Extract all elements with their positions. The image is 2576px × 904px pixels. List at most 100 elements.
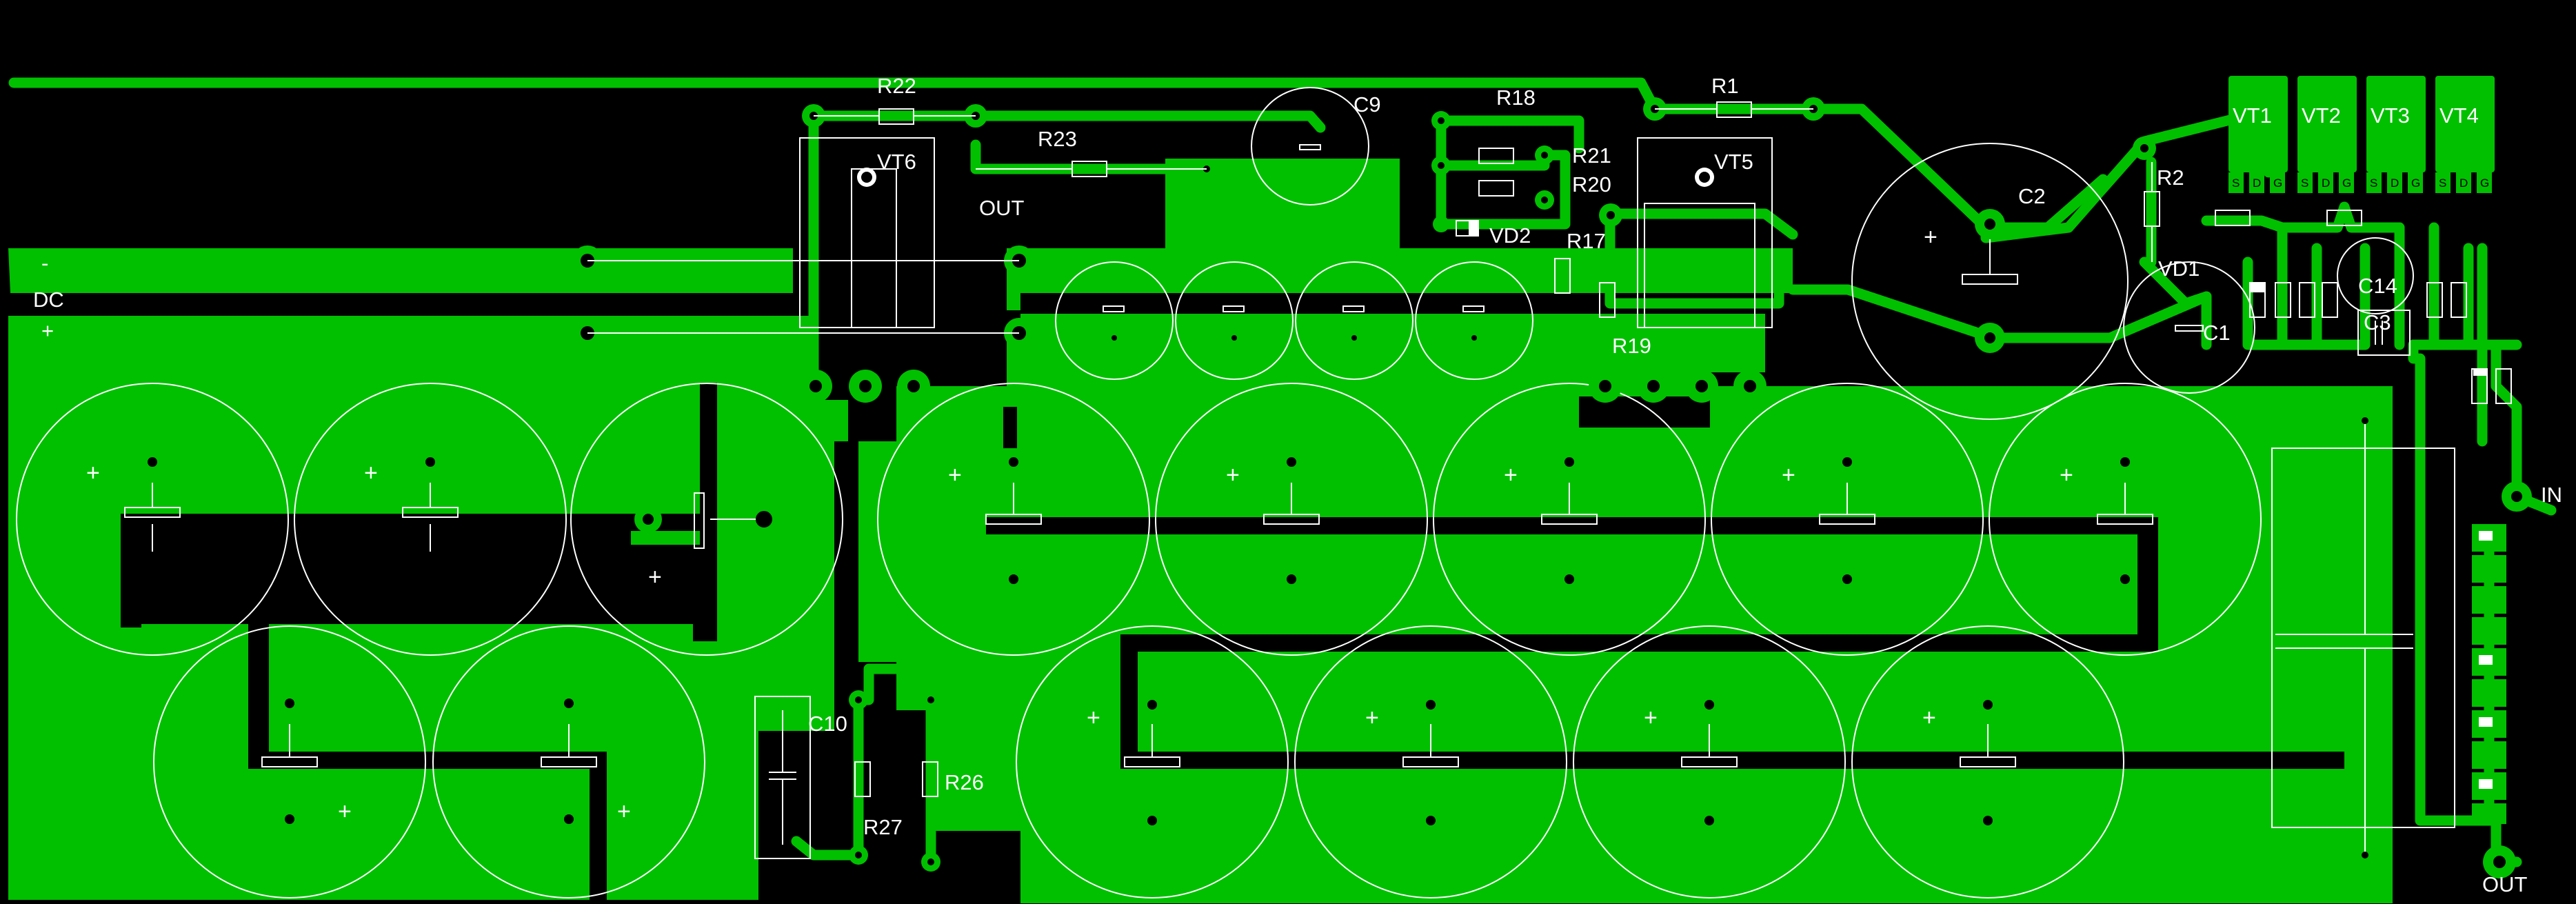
bulk-cap-outline <box>1711 383 1984 656</box>
bulk-cap-outline <box>1016 625 1289 898</box>
label-out-bottom: OUT <box>2482 872 2528 896</box>
svg-text:+: + <box>1644 705 1658 731</box>
smd-pads <box>2472 524 2506 824</box>
filter-cap-outline <box>1295 261 1413 380</box>
vt2-tab <box>2297 76 2357 172</box>
label-dc-minus: - <box>41 251 48 275</box>
filter-cap-outline <box>1055 261 1174 380</box>
bottom-right-pour <box>962 683 2393 903</box>
svg-text:S: S <box>2232 177 2240 190</box>
svg-text:G: G <box>2480 177 2489 190</box>
label-r27: R27 <box>863 815 903 839</box>
regulator-pour <box>1007 159 1793 414</box>
c9-outline <box>1251 87 1369 205</box>
c14-outline <box>2337 237 2414 314</box>
r-smd <box>2326 210 2362 226</box>
bulk-cap-outline <box>570 383 843 656</box>
label-r22: R22 <box>877 74 916 98</box>
label-r1: R1 <box>1711 74 1739 98</box>
center-left-pour <box>855 386 1014 662</box>
r17-body <box>1554 258 1571 294</box>
label-dc: DC <box>33 288 64 312</box>
svg-text:+: + <box>86 460 100 486</box>
polarity-marks: + + + + + + + + + + + + + + + <box>86 224 2073 825</box>
r27-body <box>854 761 871 797</box>
silkscreen-labels: R22 R23 C9 R18 R21 R20 VD2 R17 R19 R1 VT… <box>33 74 2562 896</box>
svg-text:+: + <box>617 798 631 825</box>
label-vt4: VT4 <box>2439 103 2479 128</box>
bulk-cap-outline <box>432 625 705 898</box>
bulk-capacitors <box>16 87 2414 898</box>
svg-text:+: + <box>338 798 352 825</box>
label-vt2: VT2 <box>2302 103 2341 128</box>
svg-text:D: D <box>2459 177 2468 190</box>
label-r20: R20 <box>1572 172 1611 197</box>
svg-text:D: D <box>2322 177 2330 190</box>
label-vt1: VT1 <box>2233 103 2272 128</box>
svg-text:D: D <box>2253 177 2261 190</box>
label-r2: R2 <box>2157 165 2184 190</box>
filter-cap-outline <box>1175 261 1294 380</box>
bulk-cap-outline <box>153 625 426 898</box>
svg-text:D: D <box>2391 177 2399 190</box>
filter-cap-outline <box>1415 261 1533 380</box>
label-r18: R18 <box>1496 86 1536 110</box>
svg-text:+: + <box>1922 705 1936 731</box>
svg-text:+: + <box>1226 462 1240 488</box>
label-in: IN <box>2541 483 2562 507</box>
svg-text:G: G <box>2342 177 2351 190</box>
svg-text:G: G <box>2273 177 2282 190</box>
svg-text:+: + <box>1782 462 1795 488</box>
r20-body <box>1478 180 1514 197</box>
bulk-cap-outline <box>1294 625 1567 898</box>
svg-text:+: + <box>1087 705 1100 731</box>
right-pour <box>896 386 2393 831</box>
svg-text:+: + <box>1365 705 1379 731</box>
r26-body <box>922 761 938 797</box>
label-vt3: VT3 <box>2371 103 2410 128</box>
bulk-cap-outline <box>294 383 567 656</box>
label-c2: C2 <box>2018 184 2046 208</box>
label-vd1: VD1 <box>2158 257 2200 281</box>
svg-text:S: S <box>2301 177 2308 190</box>
label-vt5: VT5 <box>1714 150 1753 174</box>
bulk-cap-outline <box>16 383 289 656</box>
label-r26: R26 <box>945 770 984 794</box>
dc-minus-pour <box>8 248 793 293</box>
svg-text:+: + <box>648 564 662 590</box>
bulk-cap-outline <box>1989 383 2262 656</box>
c2-outline <box>1851 143 2129 420</box>
label-c1: C1 <box>2203 321 2231 345</box>
vt-pin-labels: S D G S D G S D G S D G <box>2232 177 2489 190</box>
svg-text:+: + <box>2060 462 2073 488</box>
label-out-top: OUT <box>979 196 1025 220</box>
svg-text:+: + <box>1504 462 1518 488</box>
r-smd <box>2215 210 2251 226</box>
r21-body <box>1478 148 1514 164</box>
svg-text:+: + <box>948 462 962 488</box>
svg-text:S: S <box>2439 177 2446 190</box>
label-r21: R21 <box>1572 143 1611 168</box>
bulk-cap-outline <box>877 383 1150 656</box>
label-c9: C9 <box>1354 92 1381 117</box>
c1-outline <box>2123 261 2255 394</box>
bulk-cap-outline <box>1851 625 2124 898</box>
label-dc-plus: + <box>41 319 54 343</box>
label-r19: R19 <box>1612 334 1651 358</box>
svg-text:G: G <box>2411 177 2420 190</box>
label-r23: R23 <box>1038 127 1077 151</box>
label-r17: R17 <box>1567 229 1606 253</box>
vt-pins <box>2228 172 2492 193</box>
resistor-bodies <box>799 101 2512 797</box>
label-c3: C3 <box>2364 310 2391 334</box>
bulk-cap-outline <box>1573 625 1846 898</box>
bulk-cap-outline <box>1155 383 1428 656</box>
vt4-tab <box>2435 76 2495 172</box>
svg-text:+: + <box>1924 224 1938 250</box>
label-vt6: VT6 <box>877 150 916 174</box>
label-c14: C14 <box>2358 274 2397 298</box>
label-c10: C10 <box>808 712 847 736</box>
svg-text:+: + <box>364 460 378 486</box>
r19-body <box>1599 282 1616 318</box>
